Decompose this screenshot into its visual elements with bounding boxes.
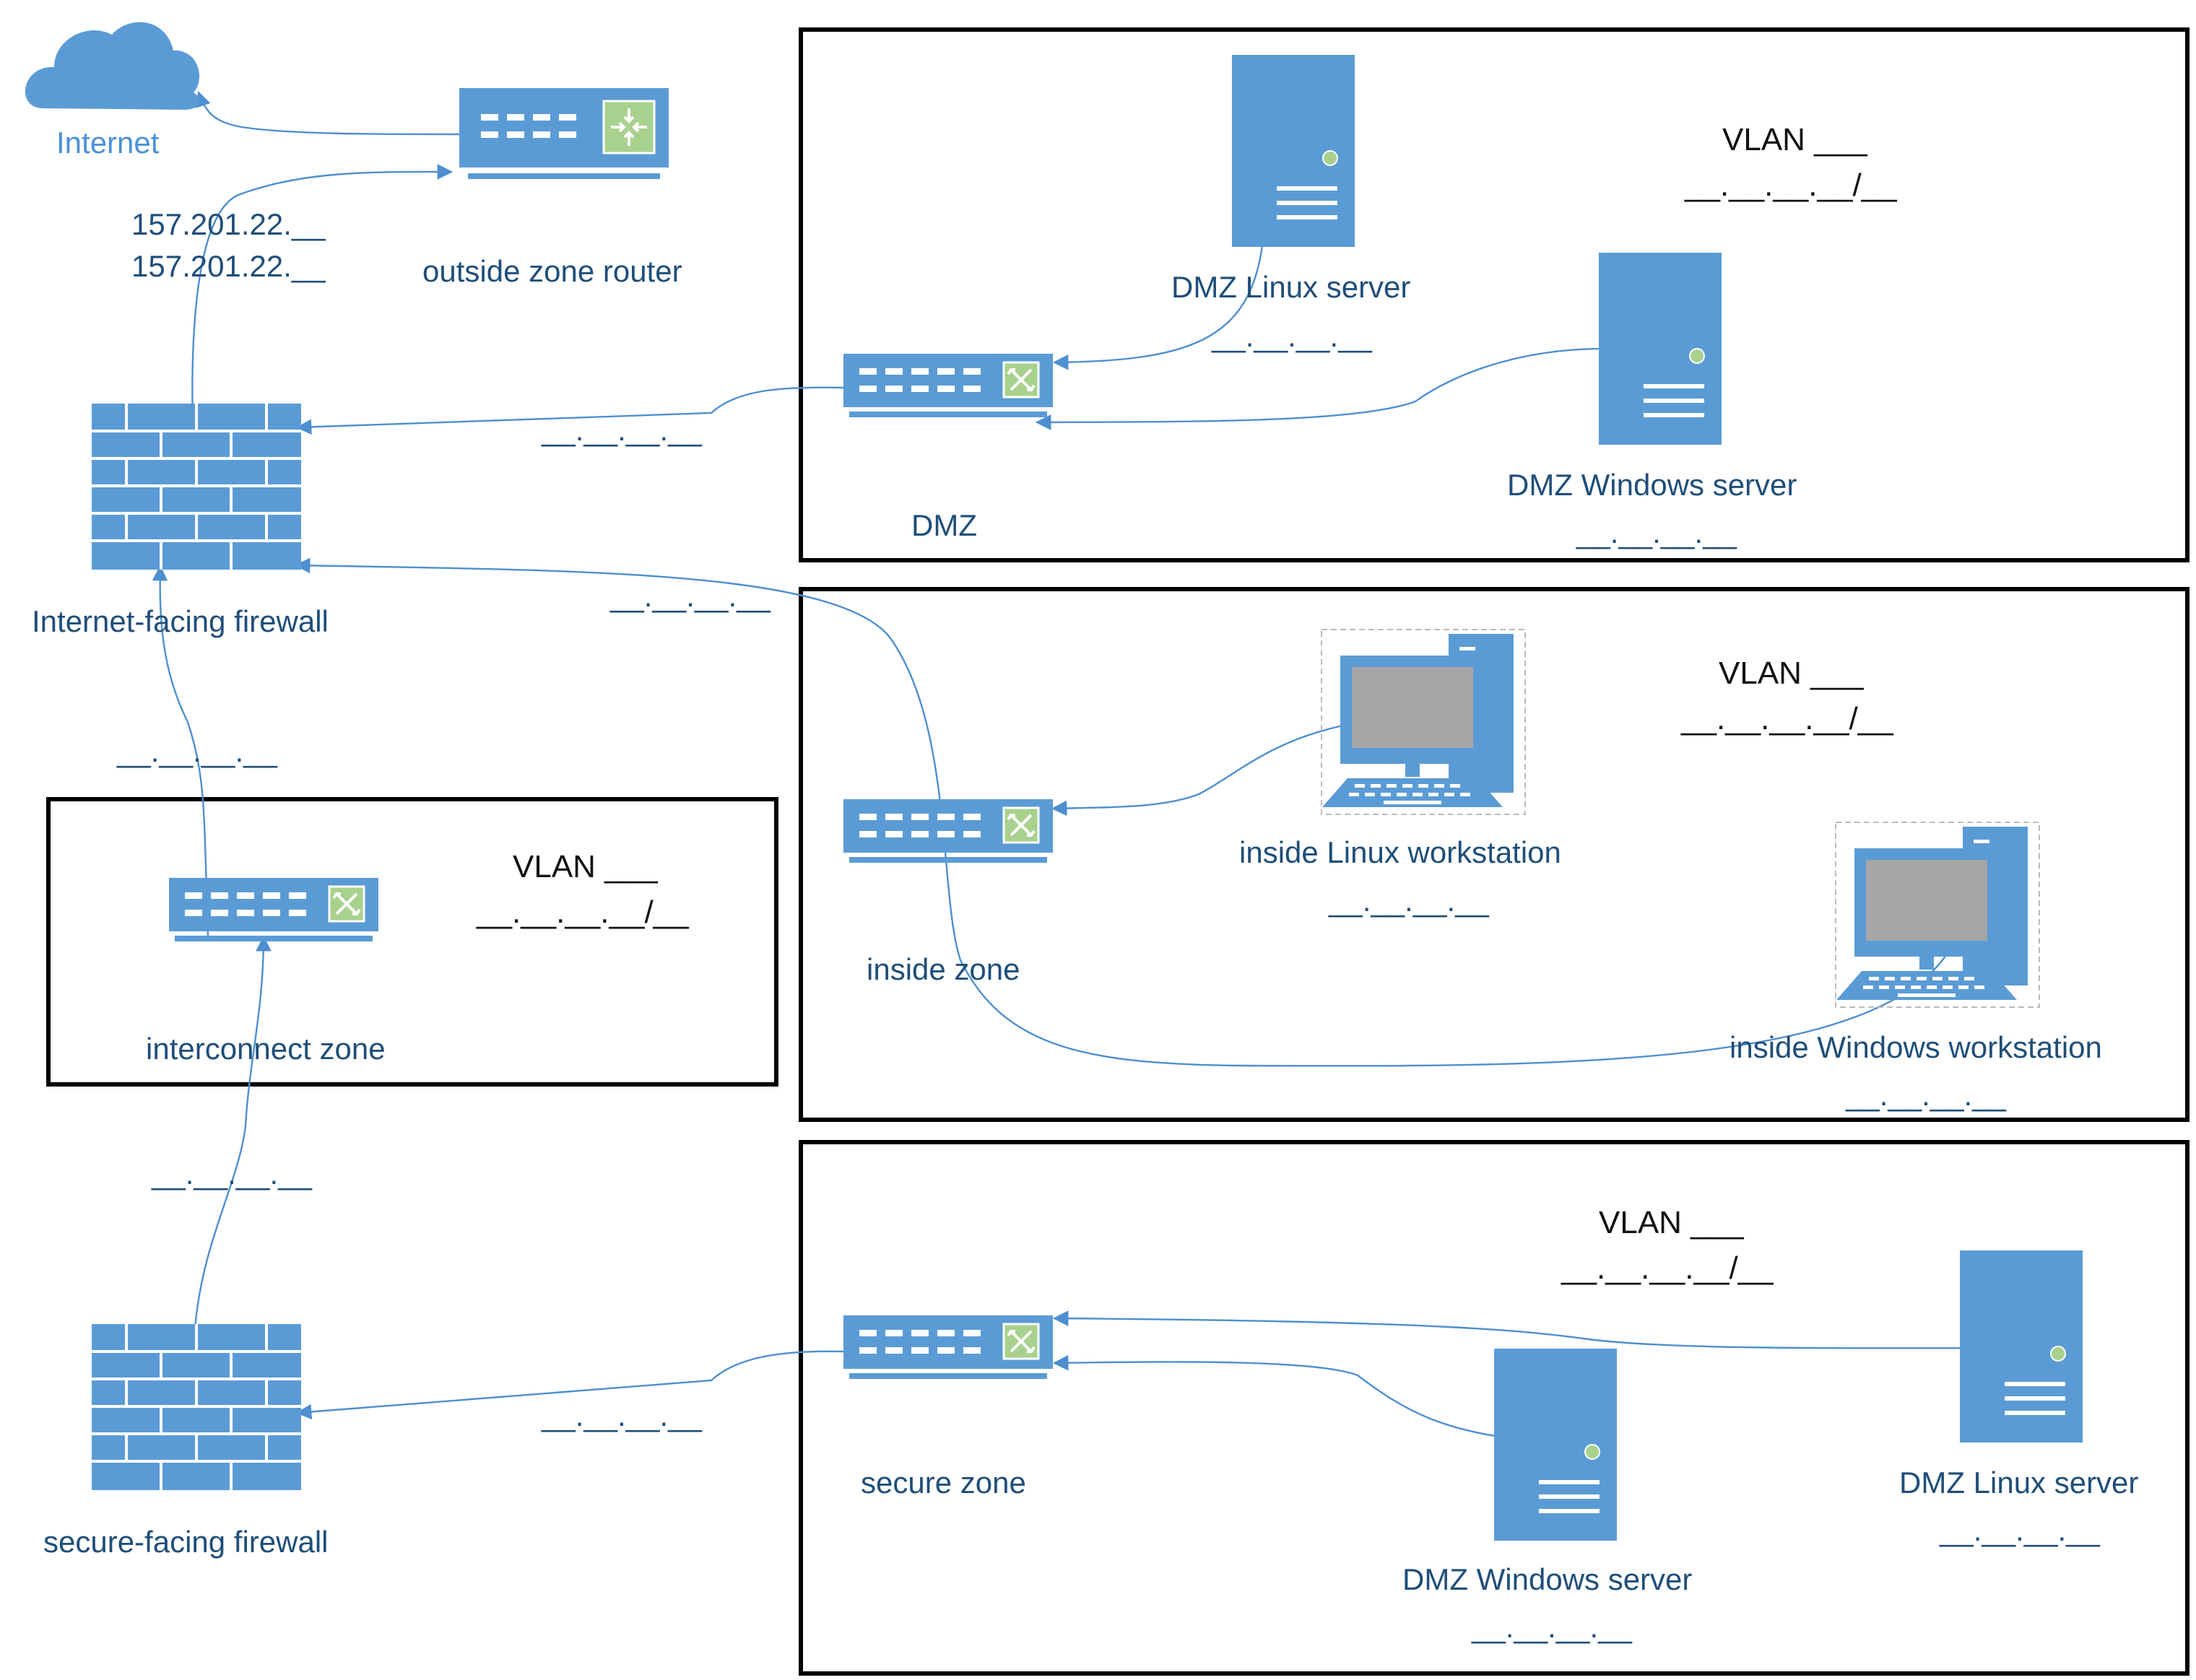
dmz-switch-to-firewall-link — [295, 386, 844, 435]
dmz-zone-label: DMZ — [911, 508, 977, 542]
inside-subnet: __.__.__.__/__ — [1680, 701, 1893, 736]
secure-switch-to-firewall-link — [295, 1350, 844, 1420]
dmz-linux-server-ip: __.__.__.__ — [1211, 319, 1373, 353]
internet-label: Internet — [56, 126, 160, 160]
dmz-vlan: VLAN ___ — [1722, 122, 1867, 157]
inside-linux-workstation-label: inside Linux workstation — [1239, 835, 1561, 869]
router-to-internet-link — [195, 90, 460, 136]
inside-windows-workstation-label: inside Windows workstation — [1730, 1030, 2102, 1064]
secure-subnet: __.__.__.__/__ — [1561, 1250, 1774, 1286]
secure-windows-server-label: DMZ Windows server — [1402, 1562, 1692, 1596]
dmz-link-ip: __.__.__.__ — [541, 413, 703, 447]
secure-linux-to-switch-link — [1052, 1310, 2023, 1349]
secure-switch-icon — [842, 1314, 1054, 1380]
firewall-to-router-link — [191, 164, 453, 477]
inside-switch-to-firewall-link — [294, 557, 1966, 1067]
router-icon — [458, 87, 670, 180]
inside-linux-workstation-icon — [1321, 629, 1526, 815]
dmz-windows-server-ip: __.__.__.__ — [1576, 515, 1737, 549]
secure-linux-server-icon — [1959, 1250, 2083, 1443]
outside-router-label: outside zone router — [422, 254, 682, 288]
inside-windows-workstation-icon — [1835, 822, 2040, 1008]
secure-windows-server-icon — [1493, 1348, 1618, 1541]
dmz-windows-to-switch-link — [1035, 347, 1651, 430]
dmz-linux-to-switch-link — [1052, 245, 1264, 370]
inside-link-ip: __.__.__.__ — [609, 579, 771, 613]
dmz-windows-server-icon — [1598, 252, 1722, 445]
interconnect-to-firewall-link — [152, 565, 209, 936]
secure-firewall-label: secure-facing firewall — [43, 1525, 329, 1559]
interconnect-switch-icon — [168, 876, 380, 943]
secure-zone-box — [799, 1140, 2190, 1676]
secure-firewall-icon — [90, 1323, 303, 1492]
secure-windows-server-ip: __.__.__.__ — [1471, 1610, 1633, 1644]
inside-zone-box — [799, 587, 2190, 1122]
secure-linux-server-ip: __.__.__.__ — [1939, 1513, 2101, 1547]
inside-linux-to-switch-link — [1051, 715, 1415, 817]
interconnect-vlan: VLAN ___ — [513, 849, 658, 884]
dmz-zone-box — [799, 27, 2190, 562]
interconnect-zone-box — [46, 797, 778, 1087]
inside-switch-icon — [842, 798, 1054, 864]
secure-linux-server-label: DMZ Linux server — [1899, 1466, 2138, 1500]
inside-windows-workstation-ip: __.__.__.__ — [1845, 1078, 2007, 1112]
dmz-subnet: __.__.__.__/__ — [1684, 167, 1897, 203]
secure-windows-to-switch-link — [1052, 1354, 1553, 1443]
dmz-linux-server-label: DMZ Linux server — [1171, 270, 1410, 304]
internet-firewall-icon — [90, 402, 303, 571]
inside-vlan: VLAN ___ — [1719, 656, 1864, 691]
secure-link-ip: __.__.__.__ — [541, 1398, 703, 1432]
inside-zone-label: inside zone — [867, 952, 1020, 986]
dmz-switch-icon — [842, 352, 1054, 419]
dmz-linux-server-icon — [1231, 54, 1355, 248]
outside-ip-2: 157.201.22.__ — [131, 249, 326, 283]
secure-zone-label: secure zone — [861, 1466, 1026, 1500]
cloud-icon — [25, 22, 200, 110]
interconnect-downlink-ip: __.__.__.__ — [151, 1157, 313, 1191]
secure-vlan: VLAN ___ — [1599, 1205, 1744, 1240]
dmz-windows-server-label: DMZ Windows server — [1507, 468, 1797, 502]
outside-ip-1: 157.201.22.__ — [131, 207, 326, 241]
interconnect-subnet: __.__.__.__/__ — [476, 895, 689, 930]
internet-firewall-label: Internet-facing firewall — [32, 604, 329, 638]
inside-linux-workstation-ip: __.__.__.__ — [1328, 884, 1490, 918]
secure-firewall-to-interconnect-link — [194, 935, 272, 1329]
interconnect-uplink-ip: __.__.__.__ — [116, 734, 278, 768]
interconnect-zone-label: interconnect zone — [146, 1032, 386, 1066]
